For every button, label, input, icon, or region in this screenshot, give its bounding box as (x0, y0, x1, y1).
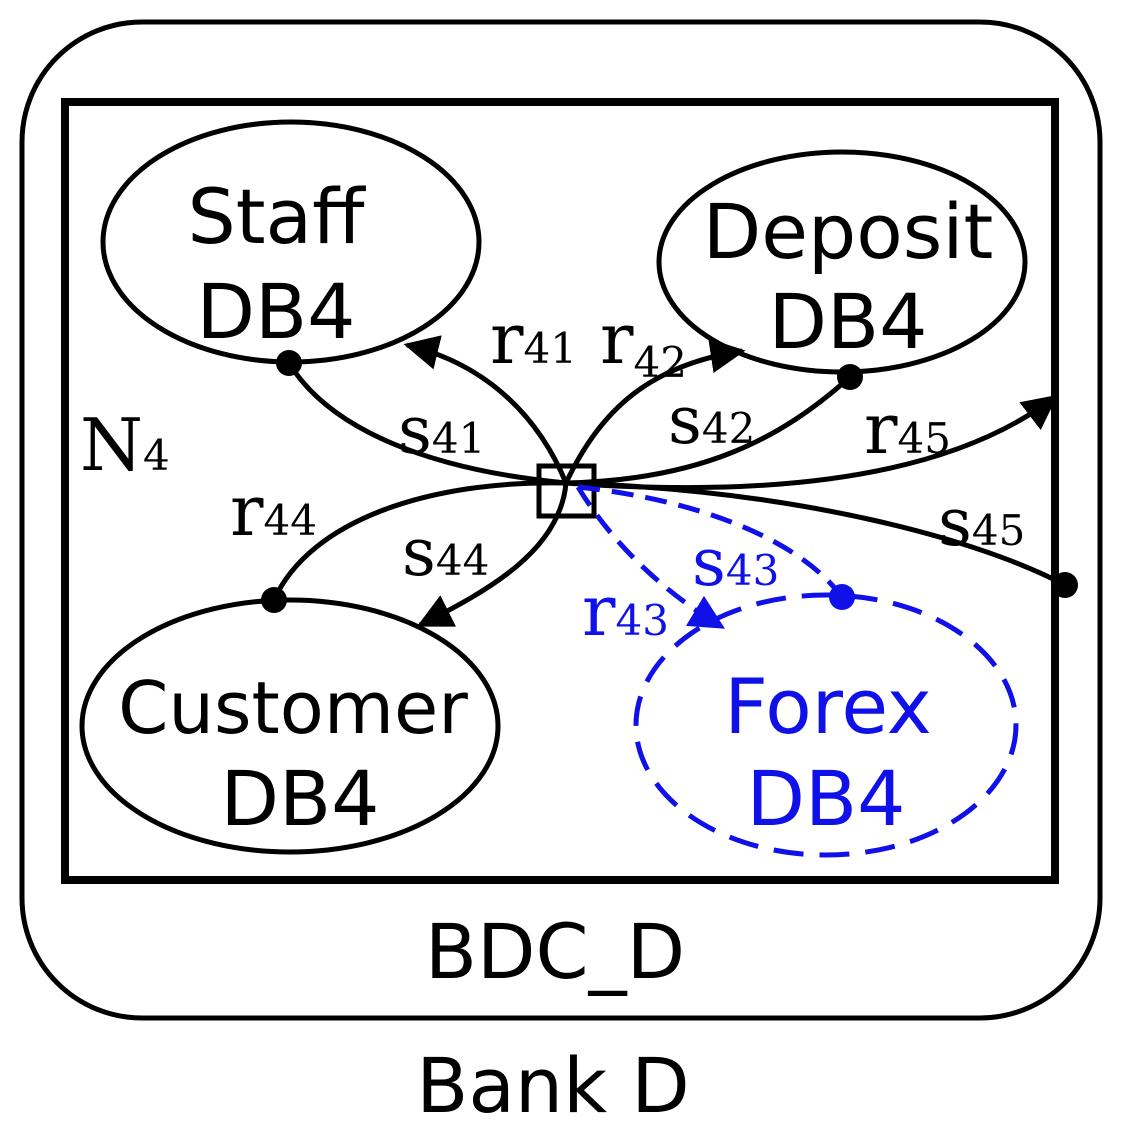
edge-label-r43: r43 (582, 570, 669, 652)
node-n4-box (61, 98, 1059, 884)
edge-label-s44: s44 (402, 514, 489, 591)
bank-label: Bank D (416, 1041, 690, 1130)
customer-db-label-line2: DB4 (220, 754, 379, 843)
endpoint-dot-forex (829, 584, 855, 610)
bdc-label: BDC_D (425, 907, 685, 996)
forex-db-label-line2: DB4 (746, 754, 905, 843)
edge-s41 (286, 361, 567, 486)
edge-label-s45: s45 (938, 484, 1025, 561)
customer-db-label-line1: Customer (118, 666, 468, 750)
customer-db-ellipse (79, 597, 501, 855)
endpoint-dot-deposit (837, 364, 863, 390)
edge-r44 (271, 480, 567, 602)
edge-s43 (577, 484, 845, 599)
deposit-db-label-line1: Deposit (703, 187, 994, 276)
edge-r41 (403, 335, 569, 484)
edge-s42 (565, 375, 852, 486)
staff-db-label-line2: DB4 (196, 267, 355, 356)
edge-r42 (563, 338, 746, 485)
endpoint-dot-customer (261, 587, 287, 613)
forex-db-label-line1: Forex (724, 662, 931, 751)
forex-db-ellipse (633, 592, 1019, 858)
edge-label-s42: s42 (668, 382, 755, 459)
edge-label-r45: r45 (864, 388, 951, 470)
edge-label-r42: r42 (600, 298, 687, 387)
edge-label-s41: s41 (398, 392, 485, 469)
edge-s45 (565, 480, 1067, 588)
deposit-db-label-line2: DB4 (768, 277, 927, 366)
staff-db-label-line1: Staff (188, 172, 367, 261)
edge-label-s43: s43 (692, 524, 779, 601)
node-label-n4: N4 (80, 403, 170, 487)
endpoint-dot-s45 (1052, 572, 1078, 598)
edge-r43 (575, 485, 726, 630)
edge-s44 (416, 482, 569, 628)
endpoint-dot-staff (276, 350, 302, 376)
edge-label-r44: r44 (230, 470, 317, 552)
edge-label-r41: r41 (490, 298, 577, 380)
bdc-container (19, 19, 1103, 1021)
